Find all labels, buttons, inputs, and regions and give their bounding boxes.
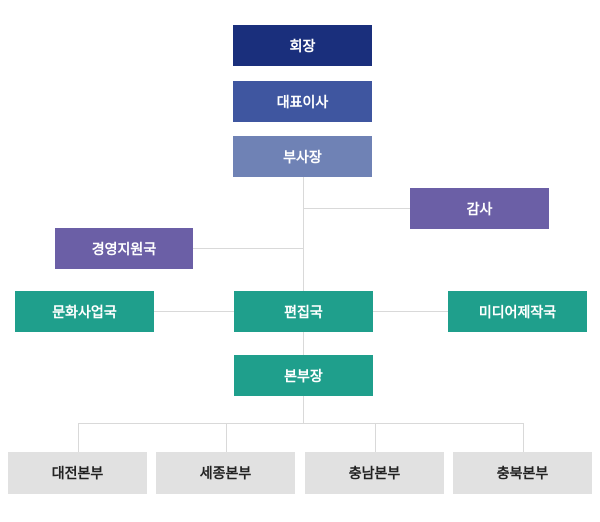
connector-branch-2 bbox=[226, 423, 227, 452]
connector-media-production bbox=[373, 311, 448, 312]
branch-box-chungbuk: 충북본부 bbox=[453, 452, 592, 494]
branch-box-sejong: 세종본부 bbox=[156, 452, 295, 494]
connector-branch-1 bbox=[78, 423, 79, 452]
ceo-box: 대표이사 bbox=[233, 81, 372, 122]
vice-president-box: 부사장 bbox=[233, 136, 372, 177]
media-production-box: 미디어제작국 bbox=[448, 291, 587, 332]
connector-branch-3 bbox=[375, 423, 376, 452]
headquarters-head-box: 본부장 bbox=[234, 355, 373, 396]
branch-box-daejeon: 대전본부 bbox=[8, 452, 147, 494]
management-support-box: 경영지원국 bbox=[55, 228, 193, 269]
connector-management-support bbox=[193, 248, 303, 249]
connector-culture-business bbox=[154, 311, 234, 312]
connector-branch-4 bbox=[523, 423, 524, 452]
culture-business-box: 문화사업국 bbox=[15, 291, 154, 332]
branch-box-chungnam: 충남본부 bbox=[305, 452, 444, 494]
connector-auditor bbox=[304, 208, 410, 209]
chairman-box: 회장 bbox=[233, 25, 372, 66]
auditor-box: 감사 bbox=[410, 188, 549, 229]
editorial-box: 편집국 bbox=[234, 291, 373, 332]
connector-branch-horizontal bbox=[78, 423, 524, 424]
